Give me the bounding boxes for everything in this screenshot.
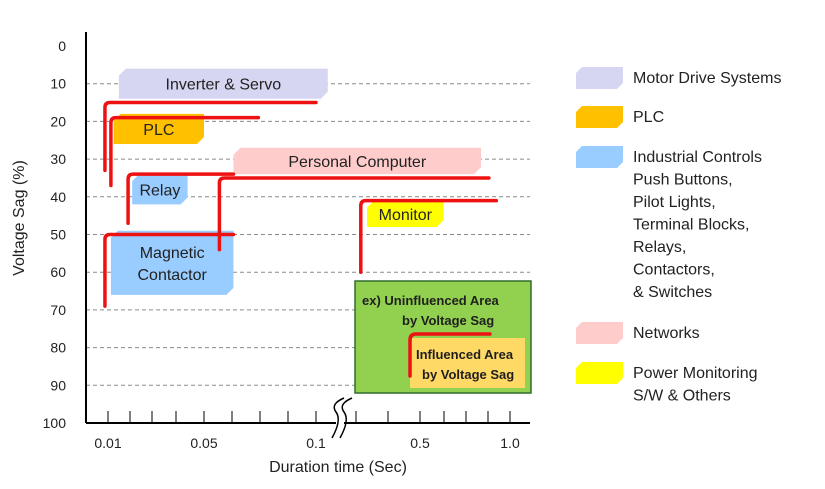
legend-label-2-6: & Switches	[633, 284, 712, 301]
legend-label-2-1: Push Buttons,	[633, 172, 733, 189]
y-tick-label-60: 60	[50, 264, 66, 280]
x-axis-title: Duration time (Sec)	[269, 459, 407, 476]
legend-label-3-0: Networks	[633, 325, 700, 342]
y-tick-label-90: 90	[50, 377, 66, 393]
x-tick-label-0.1: 0.1	[306, 435, 326, 451]
threshold-line-2	[217, 176, 491, 252]
x-tick-label-1.0: 1.0	[500, 435, 520, 451]
threshold-line-3	[126, 172, 236, 225]
region-box-5	[110, 230, 234, 295]
y-tick-label-80: 80	[50, 340, 66, 356]
legend-label-2-3: Terminal Blocks,	[633, 217, 749, 234]
legend-swatch-1	[576, 106, 623, 128]
legend-label-2-2: Pilot Lights,	[633, 194, 716, 211]
y-tick-label-30: 30	[50, 151, 66, 167]
inset-influenced-label-0: Influenced Area	[416, 347, 514, 362]
inset-threshold-line	[408, 332, 492, 378]
y-tick-label-70: 70	[50, 302, 66, 318]
legend-label-0-0: Motor Drive Systems	[633, 70, 781, 87]
legend-swatch-4	[576, 362, 623, 384]
region-label-4-0: Monitor	[379, 207, 433, 224]
region-box-4	[366, 200, 444, 227]
threshold-line-4	[359, 198, 499, 274]
y-tick-label-20: 20	[50, 113, 66, 129]
axis-break-mark-1	[331, 397, 345, 439]
inset-influenced-area	[410, 338, 525, 388]
legend-label-4-1: S/W & Others	[633, 388, 731, 405]
legend-swatch-0	[576, 67, 623, 89]
y-tick-label-40: 40	[50, 189, 66, 205]
legend-label-2-0: Industrial Controls	[633, 149, 762, 166]
legend-label-4-0: Power Monitoring	[633, 365, 758, 382]
legend-swatch-2	[576, 146, 623, 168]
region-box-1	[113, 113, 204, 145]
region-label-2-0: Personal Computer	[288, 154, 427, 171]
threshold-line-1	[109, 115, 261, 188]
legend-label-2-4: Relays,	[633, 239, 686, 256]
y-tick-label-100: 100	[43, 415, 67, 431]
legend-label-1-0: PLC	[633, 109, 664, 126]
region-label-1-0: PLC	[143, 122, 174, 139]
threshold-line-0	[103, 100, 318, 173]
region-label-5-1: Contactor	[137, 267, 207, 284]
x-tick-label-0.5: 0.5	[410, 435, 430, 451]
inset-uninfluenced-label-0: ex) Uninfluenced Area	[362, 293, 500, 308]
legend-swatch-3	[576, 322, 623, 344]
inset-influenced-label-1: by Voltage Sag	[422, 367, 514, 382]
threshold-line-5	[103, 232, 236, 308]
y-tick-label-50: 50	[50, 227, 66, 243]
x-tick-label-0.01: 0.01	[94, 435, 121, 451]
region-box-3	[132, 174, 188, 205]
y-axis-title: Voltage Sag (%)	[11, 160, 28, 276]
inset-uninfluenced-label-1: by Voltage Sag	[402, 313, 494, 328]
y-tick-label-0: 0	[58, 38, 66, 54]
y-tick-label-10: 10	[50, 76, 66, 92]
region-box-0	[118, 68, 328, 99]
axis-layer: 0 10 20 30 40 50 60 70 80 90 100 0.01 0.05 0.1 0.5 1.0	[43, 32, 530, 451]
threshold-layer	[103, 100, 499, 308]
region-label-3-0: Relay	[139, 182, 180, 199]
region-label-0-0: Inverter & Servo	[166, 77, 282, 94]
x-tick-label-0.05: 0.05	[190, 435, 217, 451]
region-label-5-0: Magnetic	[140, 245, 205, 262]
legend-label-2-5: Contactors,	[633, 262, 715, 279]
axis-break-mark-2	[339, 397, 353, 439]
region-box-2	[233, 147, 482, 175]
